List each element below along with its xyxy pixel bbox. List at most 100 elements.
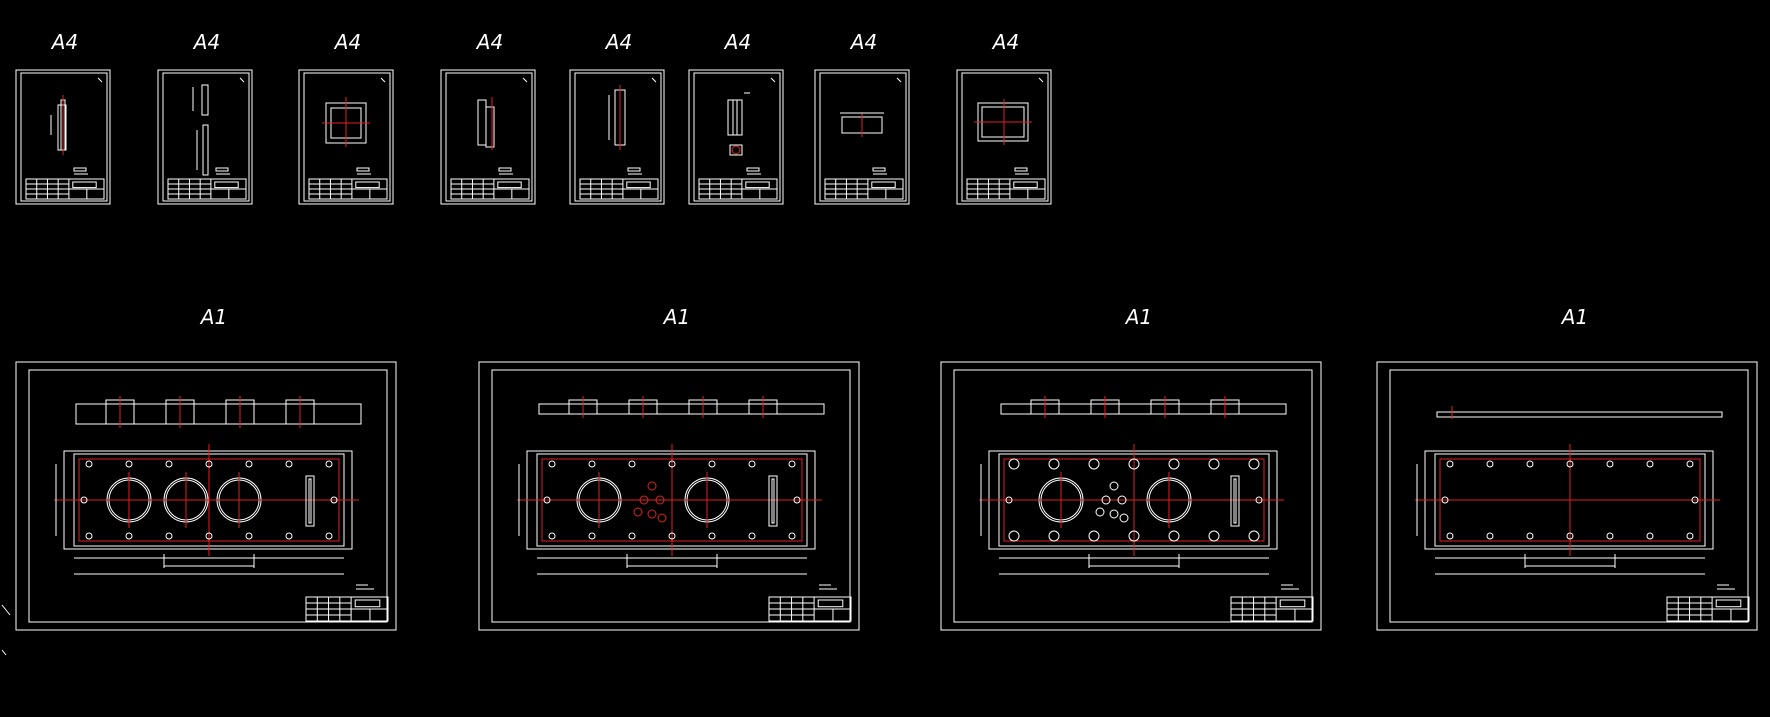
sheet-size-label: A4 <box>192 30 220 54</box>
bolt-hole <box>548 532 556 540</box>
bolt-hole <box>1128 530 1140 542</box>
bolt-hole <box>1566 460 1574 468</box>
ucs-marker <box>1 604 11 656</box>
bolt-hole <box>1446 460 1454 468</box>
bolt-hole <box>285 532 293 540</box>
bolt-hole <box>668 532 676 540</box>
sheet-size-label: A1 <box>1560 305 1588 329</box>
side-view <box>1436 411 1723 418</box>
sheet-size-label: A4 <box>723 30 751 54</box>
slot <box>768 475 778 527</box>
a4-drawing-sheet: A4 <box>440 30 536 205</box>
sheet-outer-border <box>478 361 860 631</box>
small-hole <box>647 509 657 519</box>
bolt-hole <box>165 460 173 468</box>
title-block <box>579 178 659 200</box>
a4-drawing-sheet: A4 <box>157 30 253 205</box>
sheet-size-label: A4 <box>991 30 1019 54</box>
sheet-size-label: A4 <box>50 30 78 54</box>
part-view <box>322 97 370 147</box>
bolt-hole <box>1088 530 1100 542</box>
small-hole <box>657 513 667 523</box>
sheet-size-label: A1 <box>662 305 690 329</box>
bolt-hole <box>85 532 93 540</box>
sheet-inner-border <box>1389 369 1749 623</box>
title-block <box>824 178 904 200</box>
bolt-hole <box>628 532 636 540</box>
part-view <box>192 84 209 176</box>
bolt-hole <box>1248 530 1260 542</box>
sheet-outer-border <box>1376 361 1758 631</box>
title-block <box>25 178 105 200</box>
title-block <box>768 596 852 622</box>
bolt-hole <box>588 460 596 468</box>
bolt-hole <box>1686 532 1694 540</box>
a4-drawing-sheet: A4 <box>15 30 111 205</box>
bolt-hole <box>788 460 796 468</box>
a4-drawing-sheet: A4 <box>298 30 394 205</box>
bolt-hole <box>1566 532 1574 540</box>
sheet-inner-border <box>20 72 108 202</box>
bolt-hole <box>588 532 596 540</box>
bolt-hole <box>1646 460 1654 468</box>
a1-drawing-sheet: A1 <box>15 305 397 631</box>
part-view <box>727 92 750 156</box>
bolt-hole <box>1606 460 1614 468</box>
sheet-outer-border <box>940 361 1322 631</box>
bolt-hole <box>165 532 173 540</box>
bolt-hole <box>708 460 716 468</box>
bolt-hole <box>628 460 636 468</box>
slot <box>1230 475 1240 527</box>
part-view <box>974 99 1032 145</box>
part-view <box>477 97 495 150</box>
sheet-outer-border <box>15 361 397 631</box>
sheet-inner-border <box>303 72 391 202</box>
bolt-hole <box>1008 458 1020 470</box>
sheet-outer-border <box>157 69 253 205</box>
small-hole <box>1109 509 1119 519</box>
bolt-hole <box>1128 458 1140 470</box>
a4-drawing-sheet: A4 <box>688 30 784 205</box>
bolt-hole <box>125 460 133 468</box>
bolt-hole <box>1526 460 1534 468</box>
a1-drawing-sheet: A1 <box>478 305 860 631</box>
a4-drawing-sheet: A4 <box>956 30 1052 205</box>
sheet-size-label: A4 <box>475 30 503 54</box>
side-view <box>75 403 362 425</box>
sheet-inner-border <box>162 72 250 202</box>
side-view <box>538 403 825 415</box>
plate-views <box>1415 406 1723 575</box>
title-block <box>167 178 247 200</box>
sheet-size-label: A1 <box>1124 305 1152 329</box>
bolt-hole <box>748 460 756 468</box>
sheet-outer-border <box>569 69 665 205</box>
bolt-hole <box>788 532 796 540</box>
sheet-size-label: A4 <box>849 30 877 54</box>
bolt-hole <box>1248 458 1260 470</box>
bolt-hole <box>285 460 293 468</box>
sheet-inner-border <box>693 72 781 202</box>
bolt-hole <box>205 532 213 540</box>
part-view <box>840 112 884 137</box>
sheet-inner-border <box>953 369 1313 623</box>
sheet-inner-border <box>961 72 1049 202</box>
sheet-outer-border <box>440 69 536 205</box>
small-hole <box>633 507 643 517</box>
plate-views <box>979 396 1287 575</box>
bolt-hole <box>325 532 333 540</box>
bolt-hole <box>1208 458 1220 470</box>
bolt-hole <box>1168 530 1180 542</box>
sheet-inner-border <box>445 72 533 202</box>
sheet-outer-border <box>298 69 394 205</box>
bolt-hole <box>1008 530 1020 542</box>
sheet-inner-border <box>819 72 907 202</box>
bolt-hole <box>85 460 93 468</box>
bolt-hole <box>1646 532 1654 540</box>
bolt-hole <box>1048 530 1060 542</box>
side-view <box>1000 403 1287 415</box>
plate-views <box>517 396 825 575</box>
plate-views <box>54 396 362 575</box>
title-block <box>698 178 778 200</box>
